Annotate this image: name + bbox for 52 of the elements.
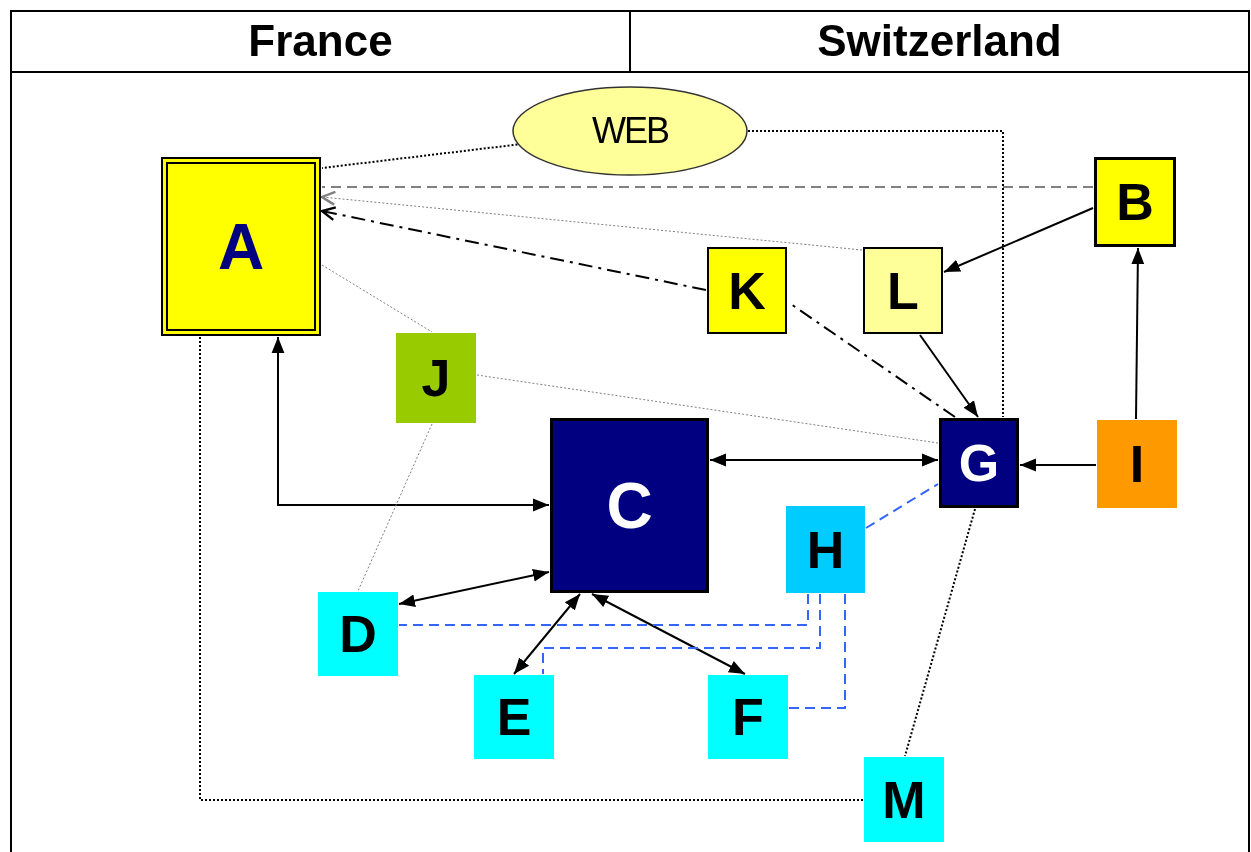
node-label: F (732, 691, 764, 743)
letter-box (550, 418, 709, 593)
letter-box (474, 675, 554, 759)
node-label: C (606, 473, 653, 538)
node-label: J (421, 352, 451, 404)
connector-line (357, 423, 433, 592)
connector-line (904, 508, 976, 757)
letter-box (786, 506, 865, 593)
ellipse-node (512, 86, 748, 176)
connector-line (199, 336, 864, 801)
connector-line (321, 264, 433, 333)
node-label: K (728, 264, 766, 317)
letter-box (396, 333, 476, 423)
arrow (320, 206, 707, 291)
arrow (1131, 247, 1145, 420)
letter-box (1097, 420, 1177, 508)
double-border-box (161, 157, 321, 336)
letter-box (708, 675, 788, 759)
arrow (271, 336, 550, 512)
arrow (398, 569, 550, 607)
arrow (1019, 458, 1097, 472)
node-label: D (339, 608, 377, 660)
arrow (591, 593, 746, 675)
letter-box (1094, 157, 1176, 247)
column-header: France (247, 15, 394, 67)
connector-line (398, 593, 809, 626)
arrow (919, 334, 979, 418)
connector-line (321, 143, 519, 169)
letter-box (939, 418, 1019, 508)
node-label: L (887, 264, 919, 317)
connector-line (865, 483, 939, 529)
arrow (709, 453, 939, 467)
arrow (943, 207, 1094, 273)
arrow (320, 190, 863, 251)
node-label: M (882, 773, 926, 826)
node-label: I (1129, 438, 1145, 490)
connector-line (788, 593, 846, 709)
letter-box (318, 592, 398, 676)
arrow (513, 593, 581, 675)
letter-box (863, 247, 943, 334)
letter-box (864, 757, 944, 842)
connector-line (321, 186, 1094, 188)
node-label: G (958, 437, 1000, 489)
node-label: H (806, 523, 845, 576)
column-header: Switzerland (816, 15, 1063, 67)
node-label: B (1116, 176, 1154, 228)
connector-line (476, 374, 939, 444)
node-label: WEB (592, 113, 668, 149)
node-label: A (217, 214, 265, 279)
node-label: E (496, 691, 532, 743)
connector-line (542, 593, 821, 675)
letter-box (707, 247, 787, 334)
